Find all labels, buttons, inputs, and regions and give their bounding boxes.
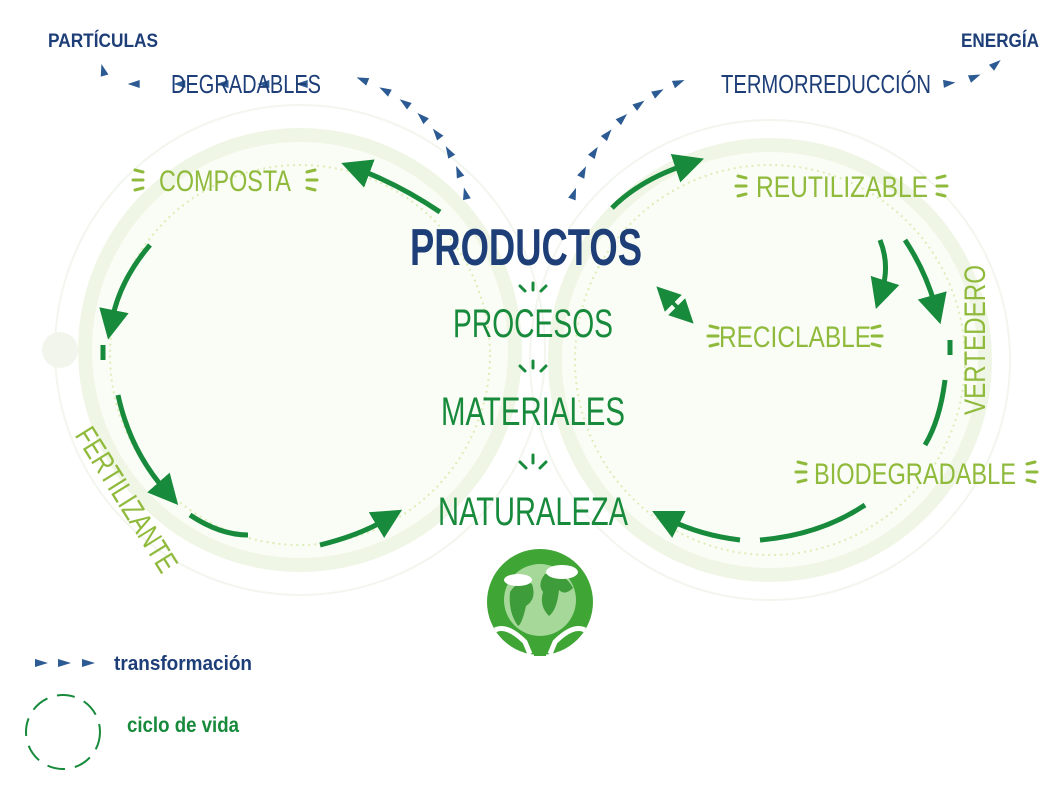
transformation-arrowhead xyxy=(651,89,664,99)
arrow-composta-down xyxy=(99,243,152,340)
transformation-arrowhead xyxy=(615,113,628,126)
legend-ciclo-de-vida: ciclo de vida xyxy=(127,714,239,737)
labels: PARTÍCULAS DEGRADABLES ENERGÍA TERMORRED… xyxy=(48,30,1039,737)
transformation-arrowhead xyxy=(100,63,109,77)
transformation-arrowhead xyxy=(988,59,1001,71)
transformation-arrowhead xyxy=(568,187,577,201)
label-biodegradable: BIODEGRADABLE xyxy=(814,458,1016,491)
label-energia: ENERGÍA xyxy=(961,30,1039,52)
transformation-arrowhead xyxy=(943,79,956,88)
transformation-arrowhead xyxy=(456,165,465,179)
transformation-arrowhead xyxy=(632,100,645,111)
transformation-arrowhead xyxy=(417,112,429,125)
legend-transformacion: transformación xyxy=(114,653,252,675)
arrow-biodegradable-segment xyxy=(759,502,867,543)
label-reciclable: RECICLABLE xyxy=(719,321,871,354)
label-procesos: PROCESOS xyxy=(453,302,613,346)
arrow-productos-composta xyxy=(341,159,442,215)
label-degradables: DEGRADABLES xyxy=(171,69,321,99)
transformation-legend-icon xyxy=(35,659,95,667)
label-naturaleza: NATURALEZA xyxy=(438,490,628,534)
transformation-arrowhead xyxy=(432,128,444,141)
transformation-arrowhead xyxy=(445,146,456,159)
label-fertilizante: FERTILIZANTE xyxy=(68,421,183,578)
label-termorreduccion: TERMORREDUCCIÓN xyxy=(721,69,931,99)
transformation-arrowhead xyxy=(379,87,392,97)
transformation-arrowhead xyxy=(587,146,598,159)
transformation-arrowhead xyxy=(399,99,412,110)
transformation-arrowhead xyxy=(671,79,685,89)
transformation-arrowhead xyxy=(463,187,471,201)
arrow-to-naturaleza xyxy=(319,509,403,548)
arrow-to-reutilizable xyxy=(610,153,704,210)
transformation-arrowhead xyxy=(356,77,370,86)
label-productos: PRODUCTOS xyxy=(410,219,642,277)
label-composta: COMPOSTA xyxy=(159,165,291,198)
legend-icons xyxy=(25,659,101,770)
transformation-arrowhead xyxy=(577,166,587,179)
arrow-to-vertedero xyxy=(902,238,947,325)
arrow-reutilizable-reciclable xyxy=(870,239,900,310)
transformation-arrowhead xyxy=(600,129,612,142)
arrow-to-naturaleza-right xyxy=(652,511,741,543)
life-cycle-legend-icon xyxy=(25,694,101,770)
label-vertedero: VERTEDERO xyxy=(959,265,992,415)
transformation-arrowhead xyxy=(967,74,981,83)
arrow-segment-right xyxy=(922,379,948,447)
label-particulas: PARTÍCULAS xyxy=(48,30,158,52)
earth-in-hands-icon xyxy=(487,549,593,656)
arrow-productos-reciclable xyxy=(656,286,694,324)
arrow-segment xyxy=(188,512,249,538)
transformation-arrowhead xyxy=(127,80,140,88)
label-reutilizable: REUTILIZABLE xyxy=(756,171,928,204)
label-materiales: MATERIALES xyxy=(441,390,625,434)
